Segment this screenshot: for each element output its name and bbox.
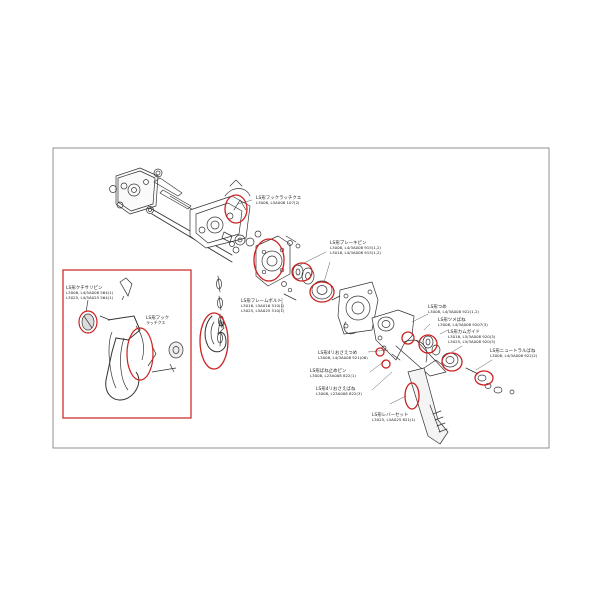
label-code: L3008, L4/3A008 921(06) [318,355,368,361]
label-name: LS形フレームボルト [241,299,282,304]
label-pawl-axle: LS形4リおさえつめ L3008, L4/3A008 921(06) [318,351,368,361]
bottom-hook [204,315,227,353]
handle-body [371,309,447,377]
label-code: L3025, L5A025 821(1) [372,417,416,423]
label-hook-latch-top: LS形フックラッチクエ L3008, L5A008 107(2) [256,196,301,206]
lever-grip [407,359,449,445]
label-name: LS形ニュートラルばね [490,349,536,354]
highlight-circles [199,194,494,410]
load-chain [216,275,224,347]
label-inset-pin: LS形クチサリピン L3008, L4/5A008 564(1) L3025, … [66,286,113,300]
highlight-frame-plate [253,238,285,282]
highlight-lever [404,382,420,410]
label-code: L3016, L4/3A008 915(1,2) [330,249,381,255]
label-cam-guide: LS形カムガイド L3016, L5/3A008 920(3) L3025, L… [448,330,495,344]
label-brake-pin: LS形ブレーキピン L3008, L4/3A008 915(1,2) L3016… [330,241,381,255]
diagram-frame [52,147,550,449]
highlight-brake-disc [309,281,335,303]
label-name: LS形レバーセット [372,413,409,418]
end-plate-assembly [109,167,192,215]
label-code: L3016, L5/3A008 920(3) [448,334,496,340]
label-sub: ラッチクエ [146,320,166,326]
highlight-neutral-spring [474,370,494,386]
label-code: L3008, L23A008 822(1) [310,373,356,379]
label-code: L3008, L4/5A008 564(1) [66,290,114,296]
label-name: LS形フック [146,316,170,321]
inset-box [62,269,192,419]
label-frame-bolt: LS形フレームボルト L3016, L5A016 510(1) L3025, L… [241,299,284,313]
label-code: L3025, L5/3A008 920(3) [448,338,496,344]
label-spring-catch: LS形ばね止めピン L3008, L23A008 822(1) [310,369,356,379]
label-name: LS形4リおさえつめ [318,351,358,356]
label-code: L3025, L5A025 510(1) [241,307,285,313]
label-code: L3008, L4/3A008 915(1,2) [330,245,381,251]
highlight-bottom-hook [199,312,229,370]
label-code: L3008, L4/3A008 9207(3) [438,322,488,328]
highlight-cam-guide [441,352,463,372]
label-code: L3008, L4/3A008 922(2) [490,353,538,359]
label-name: LS形クチサリピン [66,286,103,291]
label-name: LS形ブレーキピン [330,241,367,246]
highlight-pawl-spring [418,334,438,354]
highlight-pawl-axle [375,347,385,357]
label-name: LS形フックラッチクエ [256,196,302,201]
highlight-spring-catch [381,359,391,369]
label-name: LS形カムガイド [448,330,480,335]
label-code: L3008, L4/3A008 922(1,2) [428,309,479,315]
label-inset-hook: LS形フック ラッチクエ [146,316,169,326]
label-name: LS形ツメばね [438,318,466,323]
label-lever-set: LS形レバーセット L3025, L5A025 821(1) [372,413,415,423]
label-name: LS形つめ [428,305,447,310]
top-gear-plate [189,179,251,249]
highlight-pawl [401,331,415,345]
label-name: LS形4リおさえばね [316,387,356,392]
highlight-hook-latch [224,194,248,224]
label-neutral-spring: LS形ニュートラルばね L3008, L4/3A008 922(2) [490,349,537,359]
brake-discs [281,264,333,301]
label-code: L3025, L4/5A025 564(1) [66,294,114,300]
label-pawl-spring: LS形ツメばね L3008, L4/3A008 9207(3) [438,318,488,328]
highlight-brake-pin [291,262,313,282]
label-pawl: LS形つめ L3008, L4/3A008 922(1,2) [428,305,479,315]
label-code: L3008, L23A008 822(3) [316,391,362,397]
label-code: L3008, L5A008 107(2) [256,200,300,206]
gear-cluster [221,230,262,254]
label-name: LS形ばね止めピン [310,369,347,374]
label-code: L3016, L5A016 510(1) [241,303,285,309]
ratchet-housing [331,281,379,335]
label-pawl-spring-4: LS形4リおさえばね L3008, L23A008 822(3) [316,387,362,397]
